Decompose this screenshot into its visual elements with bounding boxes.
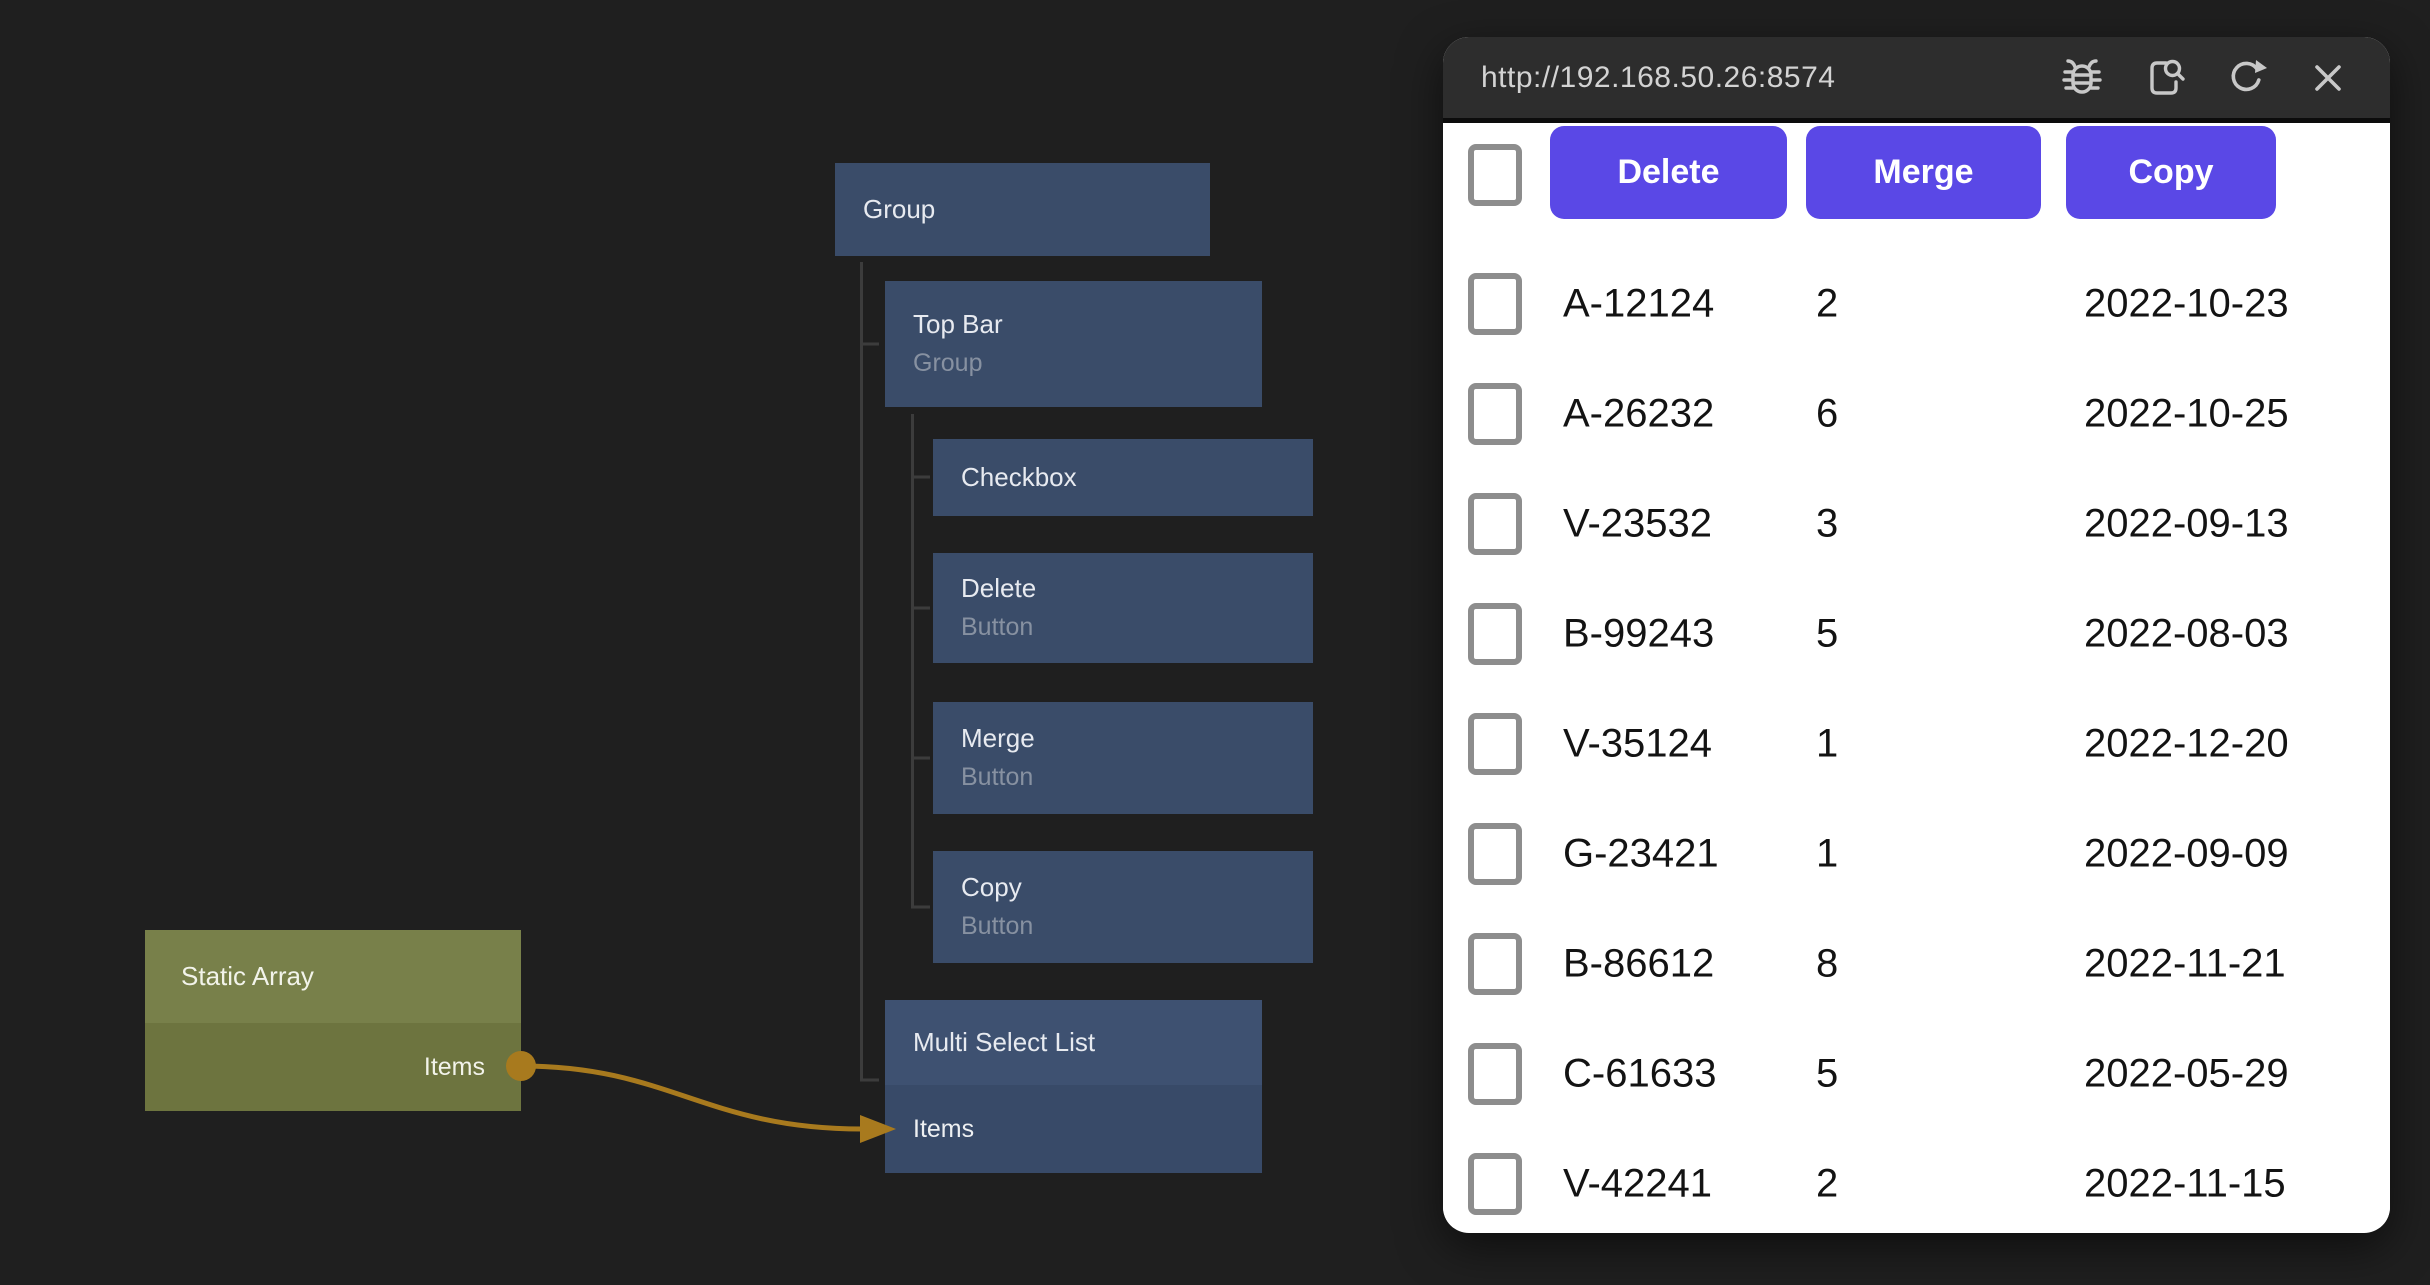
row-qty: 6 [1816,391,1839,436]
item-list: A-12124 2 2022-10-23 A-26232 6 2022-10-2… [1443,249,2390,1233]
node-subtitle: Button [961,762,1034,791]
list-row[interactable]: B-86612 8 2022-11-21 [1443,909,2390,1019]
row-date: 2022-10-23 [2084,281,2289,326]
node-static-array[interactable]: Static Array Items [145,930,521,1111]
row-qty: 2 [1816,1161,1839,1206]
debug-button[interactable] [2058,54,2106,102]
row-id: V-23532 [1563,501,1713,546]
row-id: V-35124 [1563,721,1713,766]
row-qty: 8 [1816,941,1839,986]
node-title: Delete [961,573,1037,604]
preview-window-titlebar[interactable]: http://192.168.50.26:8574 [1443,37,2390,123]
node-title: Multi Select List [913,1026,1096,1057]
items-connection-wire[interactable] [506,1051,896,1143]
node-title: Copy [961,872,1022,903]
node-merge-button[interactable]: Merge Button [933,702,1313,814]
row-date: 2022-05-29 [2084,1051,2289,1096]
row-date: 2022-10-25 [2084,391,2289,436]
preview-window: http://192.168.50.26:8574 [1443,37,2390,1233]
node-title: Static Array [181,960,314,991]
row-checkbox[interactable] [1468,1153,1522,1215]
node-subtitle: Button [961,612,1034,641]
row-checkbox[interactable] [1468,383,1522,445]
node-title: Checkbox [961,461,1077,492]
row-checkbox[interactable] [1468,713,1522,775]
inspect-page-icon [2140,54,2188,102]
merge-button[interactable]: Merge [1806,126,2041,219]
node-title: Group [863,193,936,224]
node-subtitle: Group [913,348,983,377]
row-qty: 1 [1816,831,1839,876]
row-qty: 3 [1816,501,1839,546]
bug-icon [2058,54,2106,102]
node-title-section: Multi Select List [885,1000,1262,1085]
row-date: 2022-09-09 [2084,831,2289,876]
delete-button[interactable]: Delete [1550,126,1787,219]
list-row[interactable]: B-99243 5 2022-08-03 [1443,579,2390,689]
node-top-bar[interactable]: Top Bar Group [885,281,1262,407]
row-id: A-26232 [1563,391,1715,436]
close-button[interactable] [2304,54,2352,102]
row-id: V-42241 [1563,1161,1713,1206]
node-title-section: Static Array [145,930,521,1023]
list-row[interactable]: A-26232 6 2022-10-25 [1443,359,2390,469]
refresh-button[interactable] [2222,54,2270,102]
row-checkbox[interactable] [1468,273,1522,335]
node-multi-select-list[interactable]: Multi Select List Items [885,1000,1262,1173]
row-id: C-61633 [1563,1051,1717,1096]
row-id: B-86612 [1563,941,1715,986]
row-id: A-12124 [1563,281,1715,326]
refresh-icon [2222,54,2270,102]
row-date: 2022-09-13 [2084,501,2289,546]
port-label: Items [913,1114,975,1143]
row-id: B-99243 [1563,611,1715,656]
node-subtitle: Button [961,911,1034,940]
row-checkbox[interactable] [1468,1043,1522,1105]
row-checkbox[interactable] [1468,933,1522,995]
row-qty: 5 [1816,1051,1839,1096]
port-label: Items [423,1052,485,1081]
row-checkbox[interactable] [1468,603,1522,665]
node-title: Merge [961,723,1035,754]
address-bar[interactable]: http://192.168.50.26:8574 [1481,60,1836,94]
node-checkbox[interactable]: Checkbox [933,439,1313,516]
row-qty: 5 [1816,611,1839,656]
items-output-port[interactable]: Items [145,1023,521,1111]
row-date: 2022-12-20 [2084,721,2289,766]
items-input-port[interactable]: Items [885,1085,1262,1173]
select-all-checkbox[interactable] [1468,144,1522,206]
copy-button[interactable]: Copy [2066,126,2276,219]
row-date: 2022-08-03 [2084,611,2289,656]
row-checkbox[interactable] [1468,493,1522,555]
list-row[interactable]: G-23421 1 2022-09-09 [1443,799,2390,909]
list-row[interactable]: A-12124 2 2022-10-23 [1443,249,2390,359]
node-copy-button[interactable]: Copy Button [933,851,1313,963]
list-row[interactable]: V-35124 1 2022-12-20 [1443,689,2390,799]
inspect-button[interactable] [2140,54,2188,102]
node-delete-button[interactable]: Delete Button [933,553,1313,663]
list-row[interactable]: C-61633 5 2022-05-29 [1443,1019,2390,1129]
row-qty: 2 [1816,281,1839,326]
list-row[interactable]: V-42241 2 2022-11-15 [1443,1129,2390,1233]
close-icon [2304,54,2352,102]
row-id: G-23421 [1563,831,1719,876]
row-date: 2022-11-21 [2084,941,2286,986]
row-date: 2022-11-15 [2084,1161,2286,1206]
node-group[interactable]: Group [835,163,1210,256]
row-qty: 1 [1816,721,1839,766]
row-checkbox[interactable] [1468,823,1522,885]
preview-page-content: Delete Merge Copy A-12124 2 2022-10-23 A… [1443,123,2390,1228]
node-title: Top Bar [913,309,1003,340]
list-row[interactable]: V-23532 3 2022-09-13 [1443,469,2390,579]
